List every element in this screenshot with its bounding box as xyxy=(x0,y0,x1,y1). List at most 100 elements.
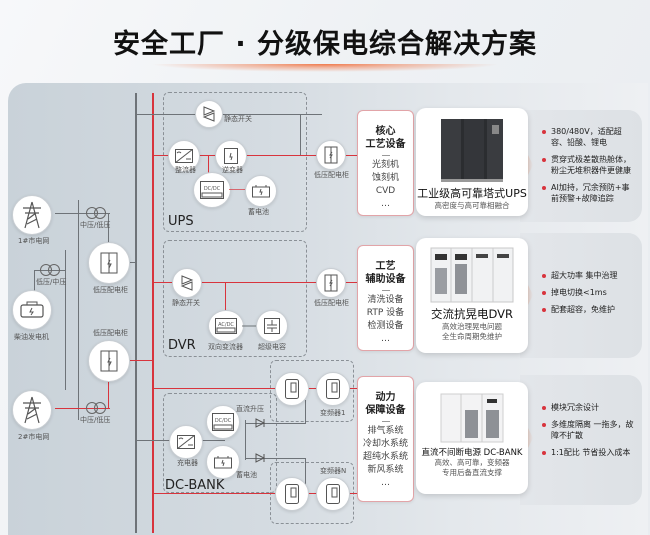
ups-battery-label: 蓄电池 xyxy=(248,208,269,216)
acdc-module-icon: AC/DC xyxy=(215,318,237,334)
product-subtitle: 专用后备直流支撑 xyxy=(442,468,502,477)
category-item: 检测设备 xyxy=(367,321,404,331)
grid2-label: 2#市电网 xyxy=(18,433,50,441)
battery-icon xyxy=(252,185,270,198)
feature-item: 配套超容，免维护 xyxy=(542,304,634,315)
vfd1-output xyxy=(316,372,350,406)
rectifier-icon xyxy=(175,149,193,163)
lv-cabinet-1-label: 低压配电柜 xyxy=(93,286,128,294)
svg-text:AC/DC: AC/DC xyxy=(218,322,234,328)
dvr-output-cabinet xyxy=(316,268,346,298)
category-item: 清洗设备 xyxy=(367,295,404,305)
category-title-line2: 保障设备 xyxy=(365,405,406,416)
ups-group-box xyxy=(163,92,307,232)
thyristor-icon xyxy=(202,106,216,122)
chevron-icon xyxy=(523,275,533,315)
product-subtitle: 高效治理晃电问题 xyxy=(442,322,502,331)
feature-item: 贯穿式极差散热舱体，粉尘无堆积器件更健康 xyxy=(542,154,634,176)
product-card-dcbank: 直流不间断电源 DC-BANK 高效、高可靠，变频器 专用后备直流支撑 xyxy=(416,382,528,494)
feature-item: 1:1配比 节省投入成本 xyxy=(542,447,634,458)
generator-label: 柴油发电机 xyxy=(14,333,49,341)
dcbank-group-box xyxy=(163,393,277,493)
inverter-icon xyxy=(224,148,238,164)
dvr-group-label: DVR xyxy=(168,338,196,353)
dcbank-dcdc: DC/DC xyxy=(206,405,240,439)
ups-output-cabinet-label: 低压配电柜 xyxy=(314,171,349,179)
product-name: 交流抗晃电DVR xyxy=(430,307,513,321)
dcbank-cabinet-image xyxy=(440,393,504,443)
category-card-aux: 工艺辅助设备 清洗设备 RTP 设备 检测设备 … xyxy=(357,245,414,351)
transformer-icon xyxy=(84,207,108,219)
category-item: 新风系统 xyxy=(367,465,404,475)
category-item: CVD xyxy=(375,186,396,196)
ups-inverter-label: 逆变器 xyxy=(222,166,243,174)
thyristor-icon xyxy=(180,275,194,291)
category-title-line1: 动力 xyxy=(375,392,396,403)
feature-item: 掉电切换<1ms xyxy=(542,287,634,298)
dcdc-module-icon: DC/DC xyxy=(200,181,224,199)
category-card-power: 动力保障设备 排气系统 冷却水系统 超纯水系统 新风系统 … xyxy=(357,376,414,502)
lv-cabinet-1 xyxy=(88,242,130,284)
chevron-icon xyxy=(523,418,533,458)
dcbank-battery-label: 蓄电池 xyxy=(236,471,257,479)
tower-ups-image xyxy=(441,119,503,182)
title-accent-underline xyxy=(150,64,500,72)
vfd-icon xyxy=(285,484,299,504)
generator-icon xyxy=(20,301,44,318)
vfd-icon xyxy=(326,484,340,504)
vfdN-output xyxy=(316,477,350,511)
transformer-icon xyxy=(38,264,62,276)
dvr-converter-label: 双向变流器 xyxy=(208,343,243,351)
ups-inverter xyxy=(215,140,247,172)
ups-group-label: UPS xyxy=(168,214,194,229)
product-name: 直流不间断电源 DC-BANK xyxy=(421,448,523,458)
dcdc-module-icon: DC/DC xyxy=(212,413,234,431)
category-item: RTP 设备 xyxy=(366,308,405,318)
dcbank-charger xyxy=(169,425,203,459)
dvr-bidirectional-converter: AC/DC xyxy=(208,310,244,342)
product-subtitle: 高效、高可靠，变频器 xyxy=(434,458,510,467)
power-tower-icon xyxy=(23,201,41,229)
product-subtitle: 高密度与高可靠相融合 xyxy=(434,201,510,210)
feature-item: 多维度隔离 一拖多，故障不扩散 xyxy=(542,419,634,441)
category-item: 排气系统 xyxy=(367,426,404,436)
chevron-icon xyxy=(523,145,533,185)
page-title: 安全工厂 · 分级保电综合解决方案 xyxy=(112,29,538,60)
category-item: 超纯水系统 xyxy=(362,452,408,462)
dvr-cabinet-image xyxy=(430,247,514,303)
category-item: … xyxy=(381,334,390,344)
feature-item: 380/480V，适配超容、铅酸、锂电 xyxy=(542,126,634,148)
vfdN-label: 变频器N xyxy=(320,467,347,475)
category-title-line2: 辅助设备 xyxy=(365,274,406,285)
power-tower-icon xyxy=(23,396,41,424)
product-name: 工业级高可靠塔式UPS xyxy=(417,187,527,200)
transformer-icon xyxy=(84,402,108,414)
gray-bus xyxy=(135,93,137,533)
feature-panel-ups: 380/480V，适配超容、铅酸、锂电 贯穿式极差散热舱体，粉尘无堆积器件更健康… xyxy=(520,110,642,222)
feature-item: 模块冗余设计 xyxy=(542,402,634,413)
feature-panel-dvr: 超大功率 集中治理 掉电切换<1ms 配套超容，免维护 xyxy=(520,233,642,358)
ups-battery xyxy=(245,175,277,207)
rectifier-icon xyxy=(177,435,195,449)
svg-text:DC/DC: DC/DC xyxy=(204,186,221,192)
dvr-output-cabinet-label: 低压配电柜 xyxy=(314,299,349,307)
vfd1-group-box xyxy=(270,360,354,422)
vfdN-input xyxy=(275,477,309,511)
dvr-supercap-label: 超级电容 xyxy=(258,343,286,351)
battery-icon xyxy=(214,456,232,469)
red-bus xyxy=(152,93,154,533)
feature-item: AI加持，冗余预防+事前预警+故障追踪 xyxy=(542,182,634,204)
dvr-supercapacitor xyxy=(256,310,288,342)
cabinet-icon xyxy=(100,252,118,274)
ups-static-switch xyxy=(195,100,223,128)
dcbank-group-label: DC-BANK xyxy=(165,478,225,493)
vfd1-input xyxy=(275,372,309,406)
ups-output-cabinet xyxy=(316,140,346,170)
lv-cabinet-2 xyxy=(88,340,130,382)
category-title-line1: 工艺 xyxy=(375,261,396,272)
category-item: … xyxy=(381,478,390,488)
cabinet-icon xyxy=(324,274,338,292)
vfd1-label: 变频器1 xyxy=(320,409,346,417)
vfd-icon xyxy=(285,379,299,399)
feature-item: 超大功率 集中治理 xyxy=(542,270,634,281)
